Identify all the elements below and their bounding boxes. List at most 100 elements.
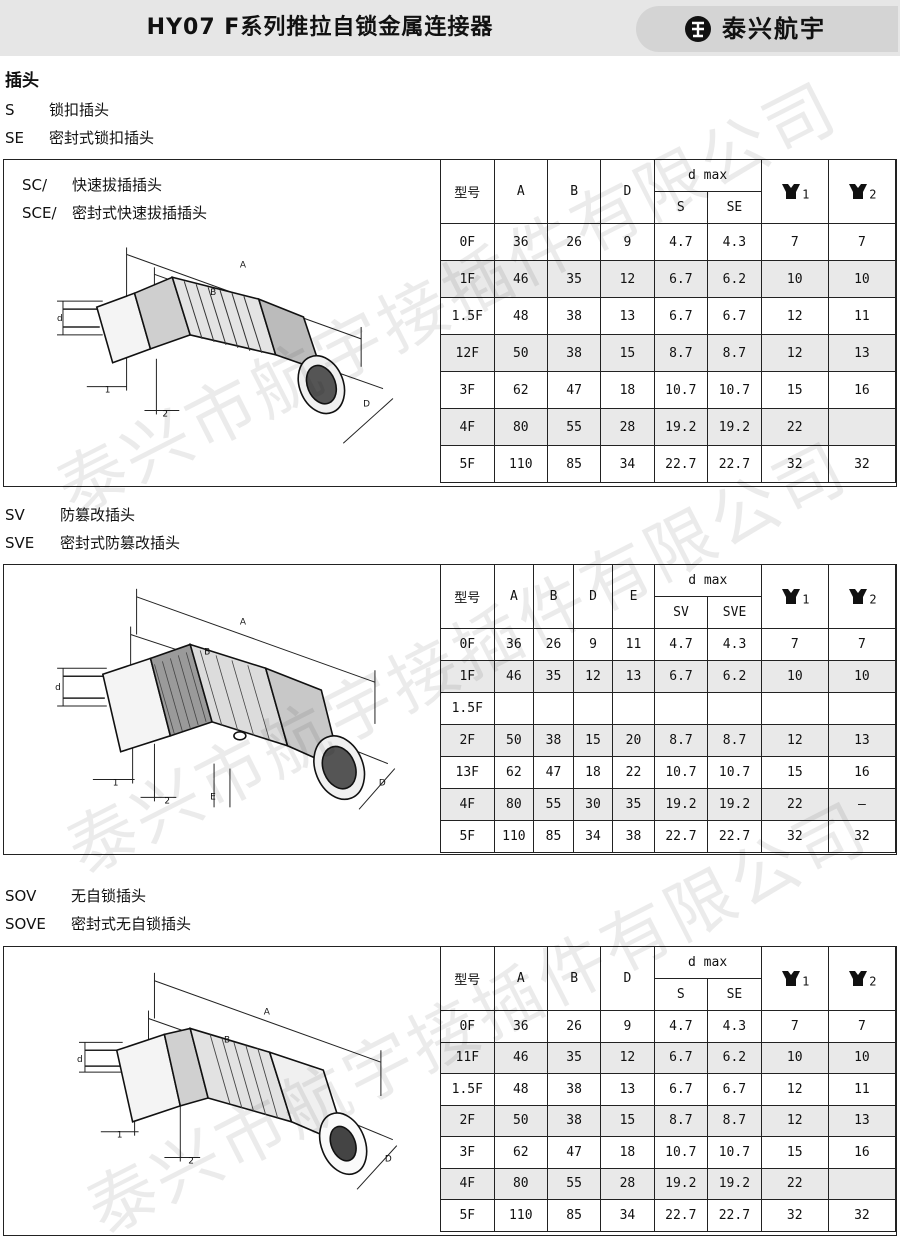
svg-text:A: A bbox=[264, 1008, 271, 1018]
value-cell: 32 bbox=[760, 445, 829, 483]
section-title: 插头 bbox=[5, 71, 39, 91]
svg-text:D: D bbox=[379, 778, 386, 788]
svg-text:1: 1 bbox=[117, 1131, 123, 1141]
panel-sv: A B D d E 1 2 型号 A B D E d max 1 2 SV SV… bbox=[3, 564, 897, 855]
svg-text:d: d bbox=[57, 314, 63, 324]
value-cell: 6.2 bbox=[707, 260, 762, 298]
value-cell: 32 bbox=[827, 820, 897, 853]
label-sc: SC/快速拔插插头 bbox=[22, 176, 163, 194]
svg-text:B: B bbox=[204, 647, 210, 657]
value-cell: 4.3 bbox=[707, 1010, 762, 1043]
value-cell: 35 bbox=[546, 1041, 602, 1074]
value-cell: 22 bbox=[760, 788, 829, 821]
value-cell: 36 bbox=[493, 1010, 549, 1043]
value-cell: 9 bbox=[572, 628, 614, 661]
value-cell: 13 bbox=[600, 1073, 655, 1106]
value-cell: 22 bbox=[612, 756, 655, 789]
value-cell: 15 bbox=[572, 724, 614, 757]
value-cell: 6.7 bbox=[653, 1041, 709, 1074]
value-cell: 110 bbox=[493, 445, 549, 483]
value-cell: 18 bbox=[600, 1136, 655, 1169]
model-cell: 1.5F bbox=[440, 297, 495, 335]
value-cell: 13 bbox=[612, 660, 655, 693]
value-cell: 9 bbox=[600, 223, 655, 261]
value-cell: 4.3 bbox=[707, 628, 762, 661]
value-cell: 28 bbox=[600, 1167, 655, 1200]
value-cell: 10.7 bbox=[707, 371, 762, 409]
value-cell: 22.7 bbox=[653, 445, 709, 483]
value-cell bbox=[827, 692, 897, 725]
connector-drawing-sov: A B D d 1 2 bbox=[77, 972, 398, 1190]
value-cell: 85 bbox=[533, 820, 574, 853]
model-cell: 4F bbox=[440, 1167, 495, 1200]
value-cell: 4.3 bbox=[707, 223, 762, 261]
value-cell: 15 bbox=[600, 1104, 655, 1137]
value-cell: 16 bbox=[827, 1136, 897, 1169]
value-cell: 15 bbox=[760, 371, 829, 409]
value-cell: 12 bbox=[760, 1073, 829, 1106]
model-cell: 5F bbox=[440, 820, 495, 853]
model-cell: 3F bbox=[440, 371, 495, 409]
svg-text:A: A bbox=[240, 260, 247, 270]
value-cell: 6.7 bbox=[653, 260, 709, 298]
value-cell: 7 bbox=[760, 1010, 829, 1043]
value-cell: 7 bbox=[827, 223, 897, 261]
value-cell: 48 bbox=[493, 1073, 549, 1106]
value-cell: 50 bbox=[493, 724, 535, 757]
value-cell: 12 bbox=[760, 334, 829, 372]
value-cell: 62 bbox=[493, 756, 535, 789]
value-cell: 15 bbox=[760, 1136, 829, 1169]
wrench-icon bbox=[849, 183, 868, 199]
wrench-icon bbox=[782, 588, 801, 604]
value-cell: 22.7 bbox=[653, 820, 709, 853]
value-cell: 38 bbox=[546, 1073, 602, 1106]
value-cell: 55 bbox=[546, 408, 602, 446]
value-cell: 55 bbox=[533, 788, 574, 821]
value-cell: 22.7 bbox=[707, 820, 762, 853]
svg-text:2: 2 bbox=[164, 796, 170, 806]
value-cell: 4.7 bbox=[653, 1010, 709, 1043]
value-cell: 19.2 bbox=[707, 408, 762, 446]
wrench-icon bbox=[849, 588, 868, 604]
value-cell: 10 bbox=[760, 260, 829, 298]
value-cell bbox=[760, 692, 829, 725]
value-cell: 22.7 bbox=[653, 1199, 709, 1232]
model-cell: 0F bbox=[440, 1010, 495, 1043]
value-cell: 12 bbox=[760, 297, 829, 335]
value-cell: 28 bbox=[600, 408, 655, 446]
value-cell: 4.7 bbox=[653, 223, 709, 261]
svg-text:2: 2 bbox=[188, 1156, 194, 1166]
wrench-icon bbox=[782, 970, 801, 986]
value-cell: 50 bbox=[493, 1104, 549, 1137]
value-cell: 62 bbox=[493, 371, 549, 409]
value-cell: 32 bbox=[760, 820, 829, 853]
value-cell: 48 bbox=[493, 297, 549, 335]
value-cell: 13 bbox=[827, 1104, 897, 1137]
value-cell bbox=[612, 692, 655, 725]
value-cell: 12 bbox=[600, 1041, 655, 1074]
value-cell: 19.2 bbox=[653, 1167, 709, 1200]
value-cell: 11 bbox=[827, 1073, 897, 1106]
value-cell: 35 bbox=[533, 660, 574, 693]
model-cell: 1.5F bbox=[440, 692, 495, 725]
value-cell bbox=[572, 692, 614, 725]
model-cell: 1.5F bbox=[440, 1073, 495, 1106]
value-cell: 16 bbox=[827, 756, 897, 789]
value-cell: 18 bbox=[572, 756, 614, 789]
value-cell: 22.7 bbox=[707, 1199, 762, 1232]
value-cell: 11 bbox=[827, 297, 897, 335]
value-cell: 6.7 bbox=[653, 297, 709, 335]
value-cell: 20 bbox=[612, 724, 655, 757]
value-cell: 13 bbox=[827, 334, 897, 372]
value-cell: 15 bbox=[600, 334, 655, 372]
model-cell: 0F bbox=[440, 628, 495, 661]
value-cell: 10 bbox=[827, 1041, 897, 1074]
value-cell: 10.7 bbox=[653, 1136, 709, 1169]
